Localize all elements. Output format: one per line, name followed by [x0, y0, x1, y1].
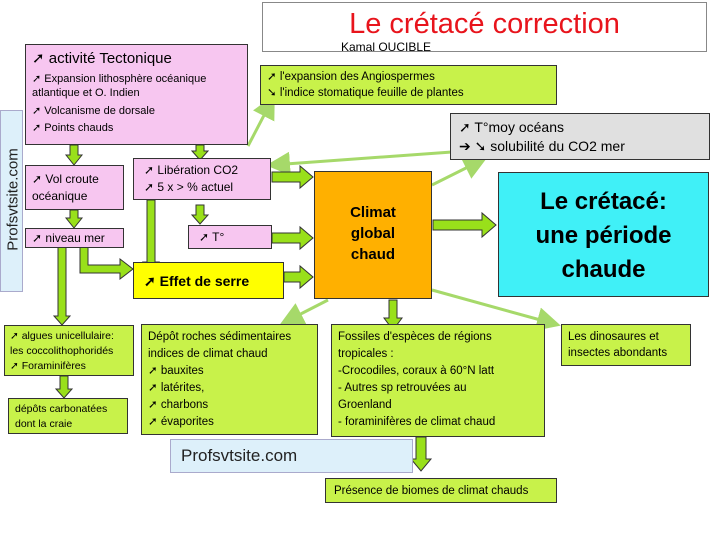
arrow-serre-to-climat — [283, 264, 314, 290]
carbonates-box: dépôts carbonatées dont la craie — [8, 398, 128, 434]
arrow-climat-to-dinosaures — [431, 288, 561, 331]
conclusion-box: Le crétacé: une période chaude — [498, 172, 709, 297]
effet-serre-box: ➚ Effet de serre — [133, 262, 284, 299]
arrow-temp-to-climat — [271, 225, 314, 251]
vol-croute-line: ➚ Vol croute — [32, 172, 99, 186]
arrow-to-angiospermes — [246, 94, 275, 147]
climat-line: chaud — [350, 246, 396, 263]
arrow-algues-to-carbonates — [54, 375, 74, 399]
conclusion-line: chaude — [561, 256, 646, 283]
niveau-mer-box: ➚ niveau mer — [25, 228, 124, 248]
arrow-niveau-to-serre — [79, 246, 134, 281]
angiospermes-line: ➚ l'expansion des Angiospermes — [267, 71, 435, 83]
depot-line: ➚ latérites, — [148, 382, 205, 394]
algues-line: ➚ Foraminifères — [10, 360, 86, 372]
arrow-climat-to-conclusion — [432, 211, 497, 239]
arrow-tectonique-to-volcroute — [64, 144, 84, 166]
arrow-volcroute-to-niveau — [64, 209, 84, 229]
watermark-side-box: Profsvtsite.com — [0, 110, 23, 292]
tectonique-box: ➚ activité Tectonique ➚ Expansion lithos… — [25, 44, 248, 145]
liberation-box: ➚ Libération CO2 ➚ 5 x > % actuel — [133, 158, 271, 200]
depot-line: indices de climat chaud — [148, 348, 268, 360]
watermark-bottom-box: Profsvtsite.com — [170, 439, 413, 473]
climat-line: Climat — [350, 204, 396, 221]
oceans-line: ➚ T°moy océans — [459, 119, 564, 135]
carbonates-line: dont la craie — [15, 418, 73, 430]
depot-line: ➚ charbons — [148, 399, 209, 411]
tectonique-line: ➚ Volcanisme de dorsale — [32, 105, 155, 117]
depot-box: Dépôt roches sédimentaires indices de cl… — [141, 324, 318, 435]
oceans-box: ➚ T°moy océans ➔ ➘ solubilité du CO2 mer — [450, 113, 710, 160]
tectonique-heading: ➚ activité Tectonique — [32, 50, 172, 67]
author-name: Kamal OUCIBLE — [341, 40, 432, 54]
fossiles-line: Groenland — [338, 399, 392, 411]
angiospermes-line: ➘ l'indice stomatique feuille de plantes — [267, 87, 464, 99]
arrow-climat-to-oceans — [431, 157, 488, 187]
vol-croute-line: océanique — [32, 189, 88, 203]
page-title: Le crétacé correction — [349, 8, 620, 40]
liberation-line: ➚ Libération CO2 — [144, 163, 239, 177]
depot-line: Dépôt roches sédimentaires — [148, 331, 292, 343]
fossiles-line: - Autres sp retrouvées au — [338, 382, 467, 394]
tectonique-line: ➚ Points chauds — [32, 122, 114, 134]
arrow-climat-to-depot — [279, 298, 329, 325]
arrow-fossiles-to-biomes — [409, 436, 433, 472]
fossiles-line: -Crocodiles, coraux à 60°N latt — [338, 365, 495, 377]
dinosaures-line: insectes abondants — [568, 347, 668, 359]
angiospermes-box: ➚ l'expansion des Angiospermes ➘ l'indic… — [260, 65, 557, 105]
effet-serre-text: ➚ Effet de serre — [144, 273, 250, 289]
biomes-box: Présence de biomes de climat chauds — [325, 478, 557, 503]
arrow-liberation-to-temp — [190, 204, 210, 225]
tectonique-line: ➚ Expansion lithosphère océanique — [32, 73, 207, 85]
temperature-box: ➚ T° — [188, 225, 272, 249]
fossiles-line: tropicales : — [338, 348, 394, 360]
carbonates-line: dépôts carbonatées — [15, 403, 108, 415]
algues-line: ➚ algues unicellulaire: — [10, 330, 114, 342]
fossiles-line: - foraminifères de climat chaud — [338, 416, 496, 428]
vol-croute-box: ➚ Vol croute océanique — [25, 165, 124, 210]
fossiles-line: Fossiles d'espèces de régions — [338, 331, 492, 343]
biomes-text: Présence de biomes de climat chauds — [334, 485, 529, 497]
fossiles-box: Fossiles d'espèces de régions tropicales… — [331, 324, 545, 437]
dinosaures-box: Les dinosaures et insectes abondants — [561, 324, 691, 366]
block-arrows — [52, 144, 497, 472]
conclusion-line: une période — [535, 222, 672, 249]
climat-box: Climat global chaud — [314, 171, 432, 299]
tectonique-line: atlantique et O. Indien — [32, 87, 140, 99]
title-box: Le crétacé correction Kamal OUCIBLE — [262, 2, 707, 54]
arrow-niveau-to-algues — [52, 246, 72, 326]
temperature-text: ➚ T° — [199, 230, 225, 244]
oceans-line: ➔ ➘ solubilité du CO2 mer — [459, 138, 625, 154]
niveau-mer-text: ➚ niveau mer — [32, 231, 105, 245]
depot-line: ➚ bauxites — [148, 365, 204, 377]
algues-box: ➚ algues unicellulaire: les coccolithoph… — [4, 325, 134, 376]
watermark-bottom: Profsvtsite.com — [181, 446, 298, 465]
conclusion-line: Le crétacé: — [540, 188, 667, 215]
watermark-side: Profsvtsite.com — [4, 148, 22, 251]
dinosaures-line: Les dinosaures et — [568, 331, 659, 343]
arrow-tectonique-to-liberation — [190, 144, 210, 161]
climat-line: global — [350, 225, 396, 242]
liberation-line: ➚ 5 x > % actuel — [144, 180, 234, 194]
arrow-oceans-to-liberation — [266, 150, 453, 176]
arrow-liberation-to-climat — [271, 164, 314, 190]
depot-line: ➚ évaporites — [148, 416, 214, 428]
algues-line: les coccolithophoridés — [10, 345, 114, 357]
